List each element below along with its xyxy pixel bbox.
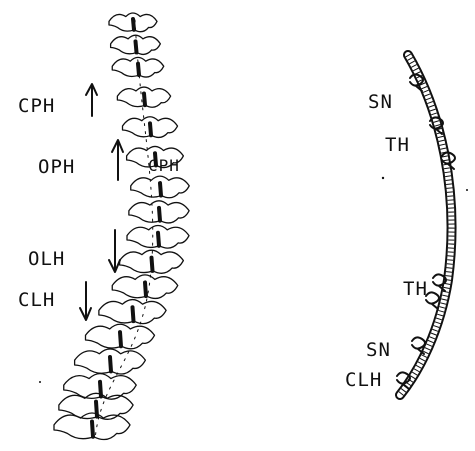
speck xyxy=(39,381,41,383)
vertebral-column xyxy=(54,13,189,440)
spinous-process xyxy=(120,332,121,346)
label-th-bottom: TH xyxy=(403,278,428,300)
spinous-process xyxy=(110,357,111,371)
right-labels: SN TH TH SN CLH xyxy=(345,91,428,391)
label-oph: OPH xyxy=(38,156,75,178)
spinous-process xyxy=(152,258,153,271)
column-axis xyxy=(95,20,153,440)
spinous-process xyxy=(138,64,139,75)
hook-icon xyxy=(426,292,439,309)
arrow-down-icon xyxy=(80,282,91,320)
label-clh-bottom: CLH xyxy=(345,369,382,391)
spinous-process xyxy=(92,422,93,437)
label-sn-top: SN xyxy=(368,91,393,113)
spinous-process xyxy=(136,41,137,52)
arrow-up-icon xyxy=(112,140,123,180)
label-cph: CPH xyxy=(18,95,55,117)
spinous-process xyxy=(150,123,151,135)
speck xyxy=(382,177,384,179)
vertebra-marker-label: CPH xyxy=(148,156,180,175)
label-th-top: TH xyxy=(385,134,410,156)
spinous-process xyxy=(160,183,161,195)
spinous-process xyxy=(133,19,134,30)
speck xyxy=(466,189,468,191)
arrow-down-icon xyxy=(109,230,120,272)
spinous-process xyxy=(159,208,160,221)
spinous-process xyxy=(145,282,146,296)
spinous-process xyxy=(144,94,145,106)
spinous-process xyxy=(158,233,159,246)
label-olh: OLH xyxy=(28,248,65,270)
label-clh: CLH xyxy=(18,289,55,311)
label-sn-bottom: SN xyxy=(366,339,391,361)
arrow-up-icon xyxy=(86,84,97,116)
spinous-process xyxy=(133,307,134,321)
